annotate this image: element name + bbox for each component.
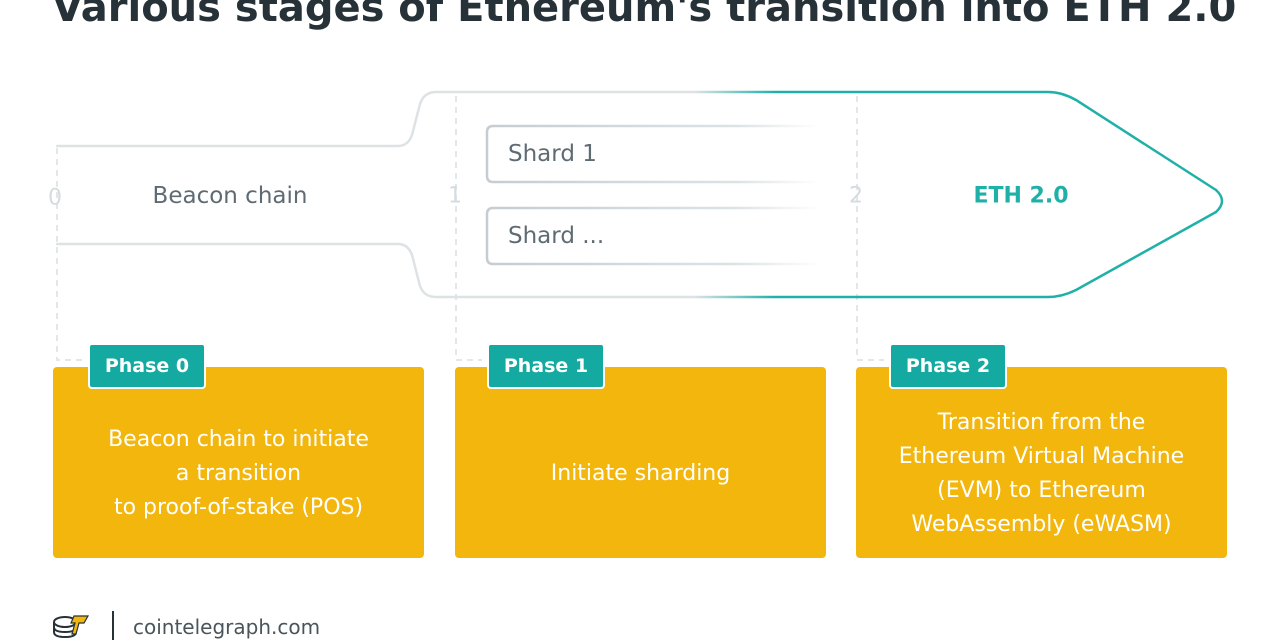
beacon-chain-label: Beacon chain — [152, 183, 308, 209]
page-title: Various stages of Ethereum's transition … — [52, 0, 1237, 31]
stage-column-2 — [856, 96, 884, 361]
shard-label-1: Shard 1 — [508, 141, 597, 167]
phase-card-1: Initiate sharding — [455, 367, 826, 558]
stage-column-0 — [56, 148, 85, 361]
stage-number-0: 0 — [48, 185, 62, 211]
arrow-tip — [1214, 188, 1224, 214]
arrow-outline-bottom — [55, 210, 1218, 299]
shard-box-1 — [485, 124, 820, 184]
stage-columns — [56, 96, 884, 361]
footer-separator — [112, 611, 114, 640]
phase-badge-0: Phase 0 — [88, 343, 206, 389]
arrow-outline-top — [55, 90, 1218, 192]
cointelegraph-logo-icon — [53, 615, 90, 639]
footer-url: cointelegraph.com — [133, 615, 321, 639]
phase-badge-1: Phase 1 — [487, 343, 605, 389]
phase-description-1: Initiate sharding — [550, 460, 731, 486]
shard-label-2: Shard ... — [508, 223, 605, 249]
stage-column-1 — [455, 96, 482, 361]
stage-number-2: 2 — [849, 183, 863, 209]
stage-number-1: 1 — [448, 183, 462, 209]
shard-box-2 — [485, 206, 820, 266]
phase-badge-2: Phase 2 — [889, 343, 1007, 389]
eth2-label: ETH 2.0 — [973, 183, 1069, 209]
